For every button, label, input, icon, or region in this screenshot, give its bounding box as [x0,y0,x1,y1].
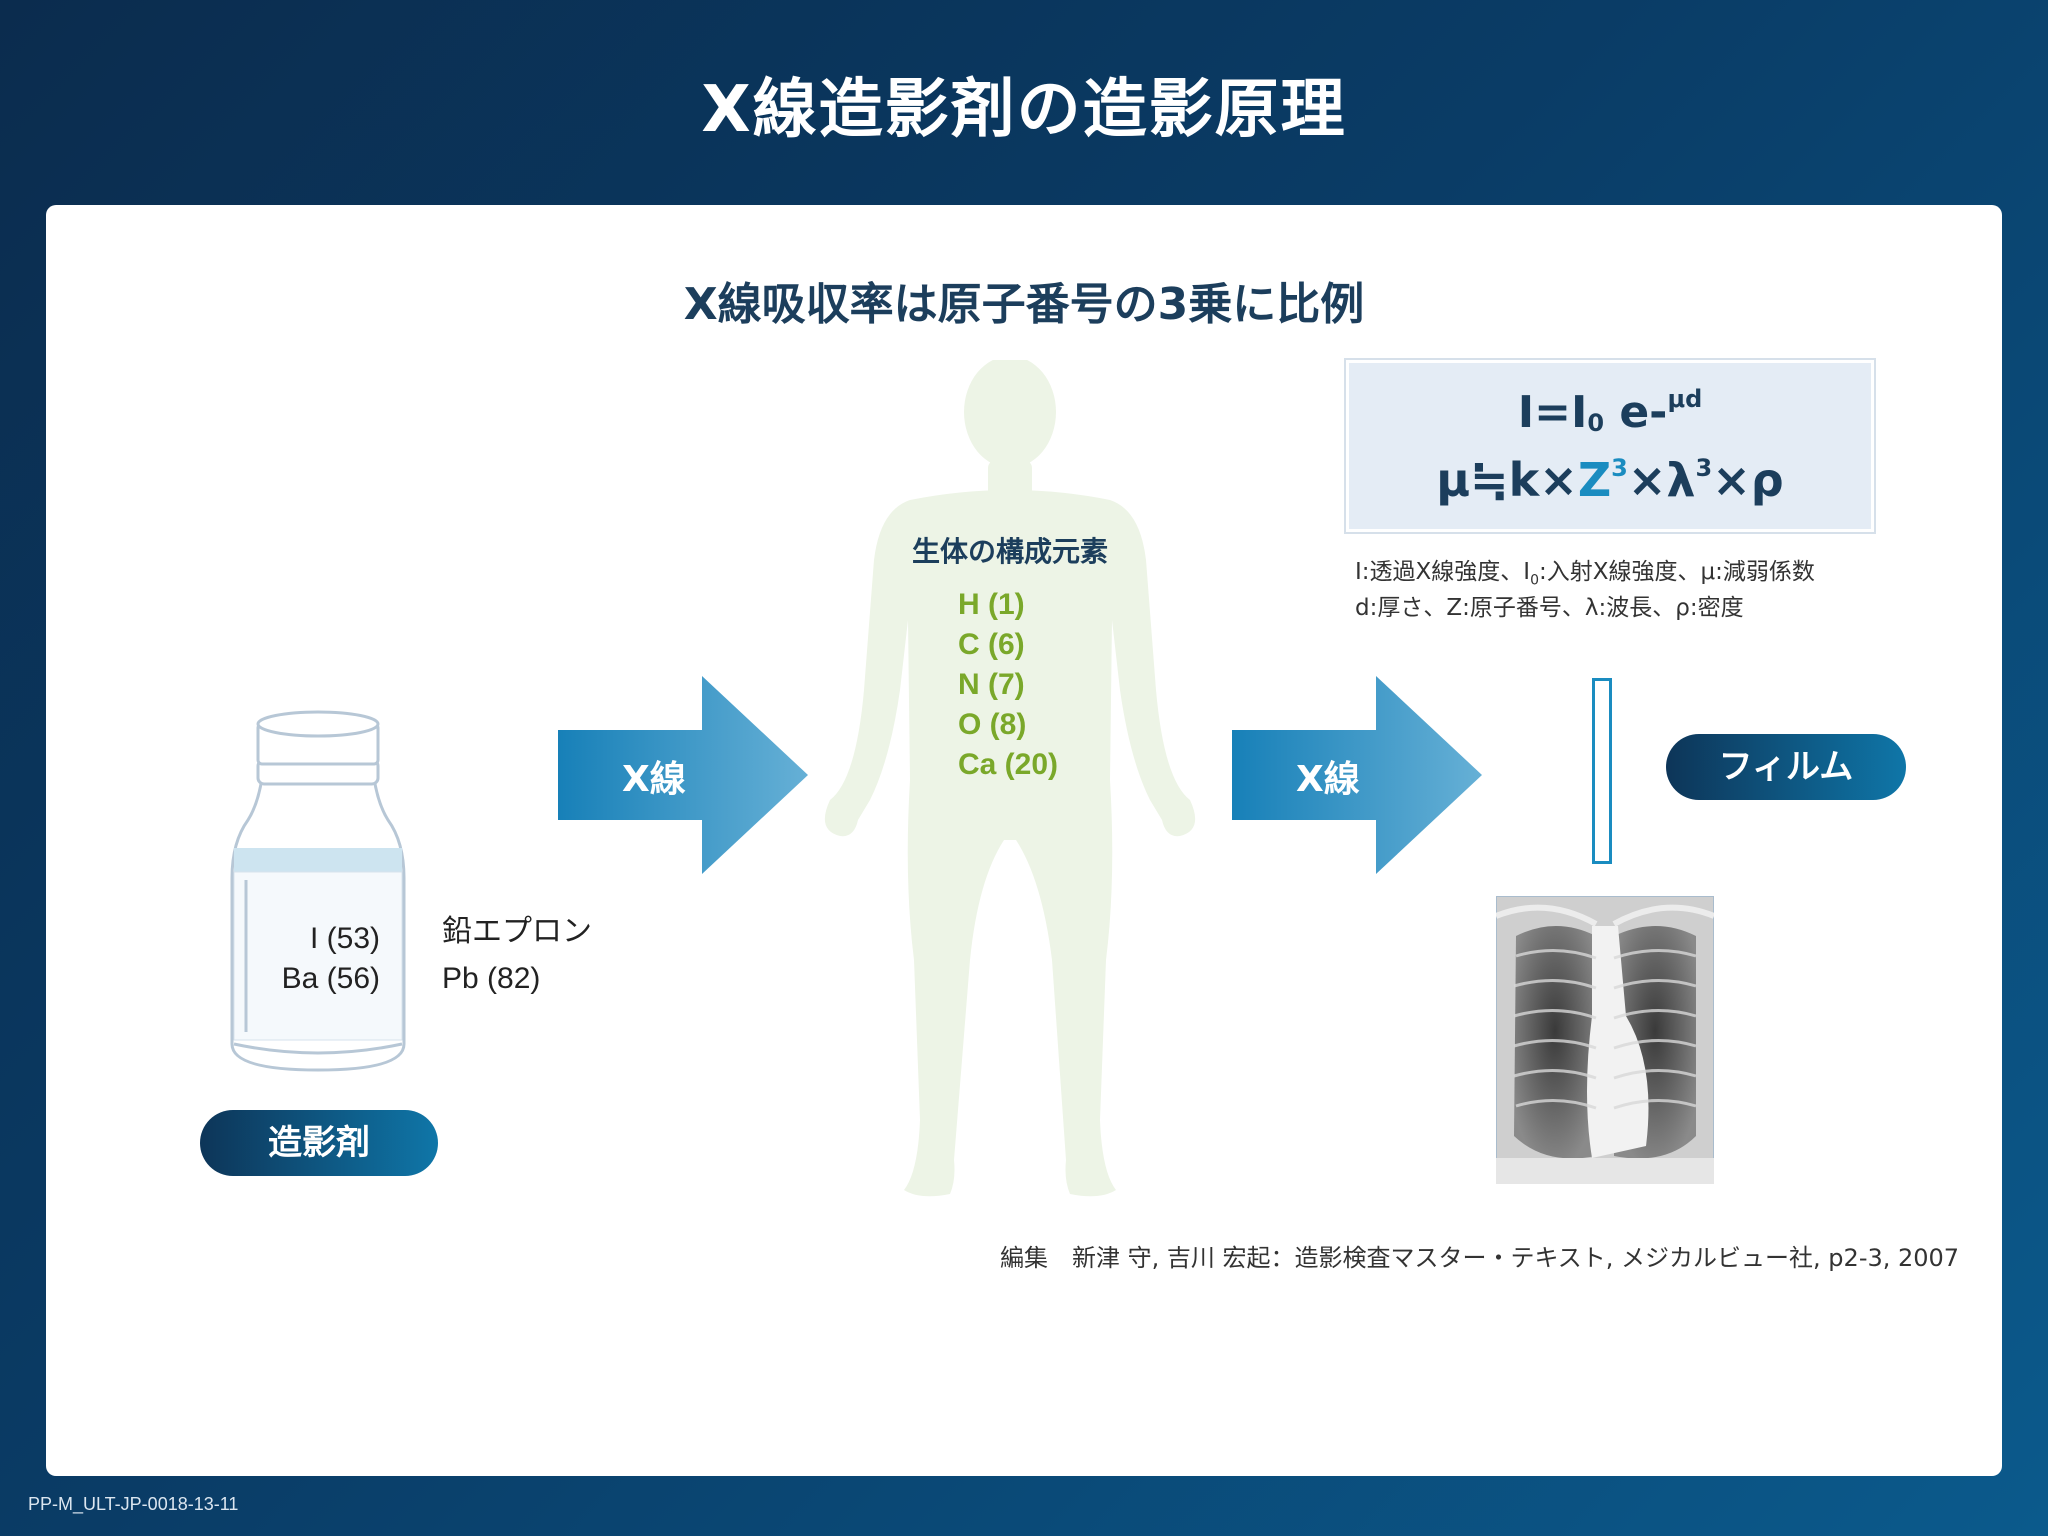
body-elements-title: 生体の構成元素 [911,535,1108,568]
chest-xray-image [1496,896,1714,1184]
subtitle: X線吸収率は原子番号の3乗に比例 [683,279,1365,330]
element-carbon: C (6) [958,628,1025,661]
formula-line-1: I=I0 e-μd [1517,385,1703,438]
element-nitrogen: N (7) [958,668,1025,701]
xray-arrow-right-label: X線 [1296,759,1360,800]
formula-legend-line-1: I:透過X線強度、I0:入射X線強度、μ:減弱係数 [1355,559,1815,589]
formula-line-2: μ≒k×Z3×λ3×ρ [1436,453,1784,507]
film-plate [1592,678,1612,864]
page-title: X線造影剤の造影原理 [701,73,1347,147]
film-label: フィルム [1666,734,1906,800]
xray-arrow-left-label: X線 [622,759,686,800]
element-calcium: Ca (20) [958,748,1059,781]
human-silhouette [824,360,1196,1197]
contrast-agent-label: 造影剤 [200,1110,438,1176]
xray-arrow-left [558,676,808,874]
contrast-agent-vial [230,710,406,1072]
element-oxygen: O (8) [958,708,1027,741]
citation: 編集 新津 守, 吉川 宏起：造影検査マスター・テキスト, メジカルビュー社, … [1000,1244,1960,1272]
document-code: PP-M_ULT-JP-0018-13-11 [28,1494,239,1514]
formula-legend-line-2: d:厚さ、Z:原子番号、λ:波長、ρ:密度 [1355,595,1744,621]
formula-box: I=I0 e-μd μ≒k×Z3×λ3×ρ [1344,358,1876,534]
lead-apron-label: 鉛エプロン [442,915,592,948]
xray-arrow-right [1232,676,1482,874]
vial-iodine: I (53) [309,922,380,955]
vial-barium: Ba (56) [281,962,380,995]
element-hydrogen: H (1) [958,588,1025,621]
lead-element: Pb (82) [442,962,541,995]
